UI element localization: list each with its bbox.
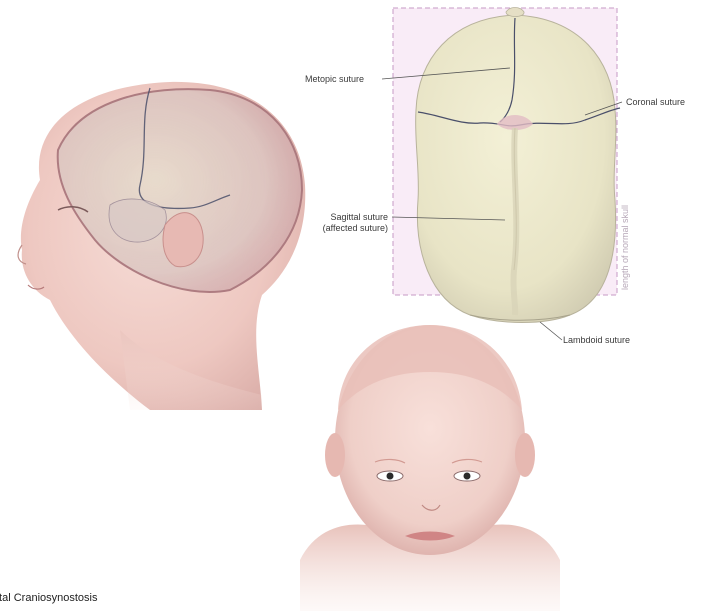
sagittal-suture-label: Sagittal suture	[306, 212, 388, 223]
normal-skull-length-label: length of normal skull	[620, 205, 630, 290]
side-view-head	[18, 82, 305, 410]
coronal-suture-label: Coronal suture	[626, 97, 685, 108]
lambdoid-leader	[540, 322, 562, 340]
front-view-baby	[300, 325, 560, 611]
sagittal-suture-sublabel: (affected suture)	[306, 223, 388, 234]
lambdoid-suture-label: Lambdoid suture	[563, 335, 630, 346]
metopic-suture-label: Metopic suture	[305, 74, 364, 85]
top-view-skull	[393, 8, 620, 323]
figure-caption: ttal Craniosynostosis	[0, 592, 98, 604]
